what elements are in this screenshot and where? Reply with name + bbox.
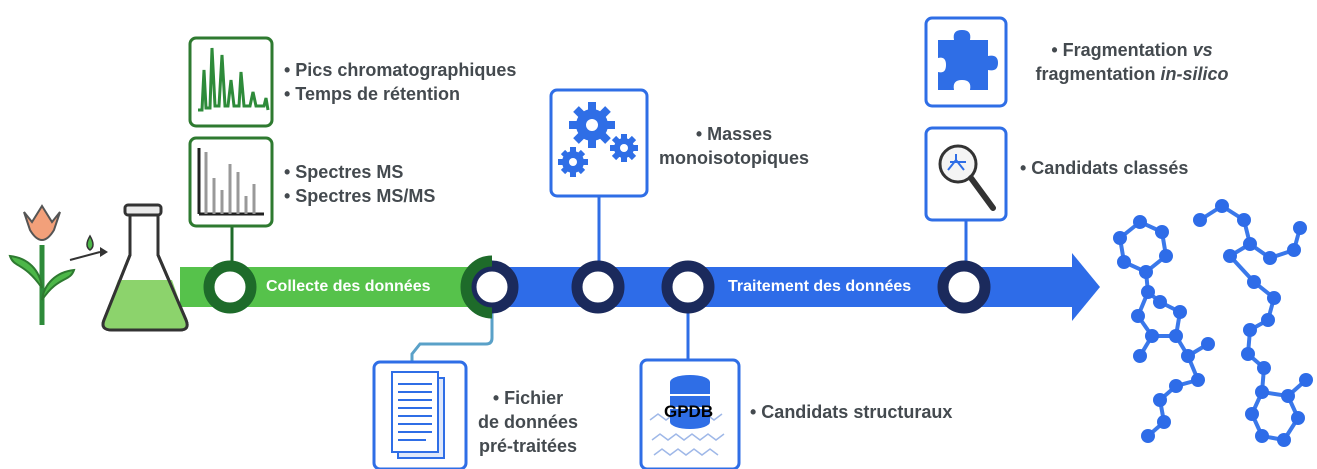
molecule-atom bbox=[1169, 379, 1183, 393]
molecule-atom bbox=[1245, 407, 1259, 421]
droplet-icon bbox=[69, 234, 108, 261]
spectra-line2: • Spectres MS/MS bbox=[284, 186, 436, 206]
ms-spectrum-card bbox=[188, 136, 274, 228]
file-line2: de données bbox=[477, 412, 579, 432]
molecule-atom bbox=[1139, 265, 1153, 279]
molecule-atom bbox=[1223, 249, 1237, 263]
molecule-atom bbox=[1293, 221, 1307, 235]
masses-line1: • Masses bbox=[695, 124, 773, 144]
molecule-atom bbox=[1257, 361, 1271, 375]
chromatogram-card bbox=[188, 36, 274, 128]
molecule-atom bbox=[1145, 329, 1159, 343]
molecule-atom bbox=[1191, 373, 1205, 387]
database-card bbox=[639, 358, 741, 469]
molecule-atom bbox=[1131, 309, 1145, 323]
ring-file bbox=[460, 255, 519, 319]
file-text: • Fichier de données pré-traitées bbox=[468, 386, 588, 458]
fragmentation-line2: fragmentation in-silico bbox=[1035, 64, 1229, 84]
gears-icon bbox=[558, 102, 638, 177]
file-line1: • Fichier bbox=[492, 388, 564, 408]
ring-database bbox=[661, 260, 715, 314]
database-icon bbox=[649, 375, 725, 456]
file-line3: pré-traitées bbox=[478, 436, 578, 456]
fragmentation-text: • Fragmentation vs fragmentation in-sili… bbox=[1022, 38, 1242, 86]
molecule-atom bbox=[1299, 373, 1313, 387]
ring-collect bbox=[203, 260, 257, 314]
molecule-atom bbox=[1141, 285, 1155, 299]
molecule-atom bbox=[1153, 393, 1167, 407]
flask-icon bbox=[101, 203, 189, 332]
chromatography-line2: • Temps de rétention bbox=[284, 84, 460, 104]
molecule-atom bbox=[1215, 199, 1229, 213]
molecule-icon bbox=[1113, 199, 1313, 447]
ring-masses bbox=[571, 260, 625, 314]
tulip-icon bbox=[8, 204, 76, 325]
molecule-atom bbox=[1277, 433, 1291, 447]
molecule-atom bbox=[1133, 349, 1147, 363]
magnifier-icon bbox=[938, 144, 996, 211]
molecule-atom bbox=[1117, 255, 1131, 269]
database-caption: • Candidats structuraux bbox=[750, 402, 953, 422]
molecule-atom bbox=[1267, 291, 1281, 305]
molecule-atom bbox=[1201, 337, 1215, 351]
molecule-atom bbox=[1255, 385, 1269, 399]
gears-card bbox=[549, 88, 649, 198]
molecule-atom bbox=[1291, 411, 1305, 425]
masses-text: • Masses monoisotopiques bbox=[654, 122, 814, 170]
chromatography-line1: • Pics chromatographiques bbox=[284, 60, 517, 80]
molecule-atom bbox=[1159, 249, 1173, 263]
molecule-atom bbox=[1243, 237, 1257, 251]
spectra-text: • Spectres MS • Spectres MS/MS bbox=[284, 160, 435, 208]
molecule-atom bbox=[1113, 231, 1127, 245]
puzzle-icon bbox=[938, 30, 998, 90]
molecule-atom bbox=[1181, 349, 1195, 363]
molecule-atom bbox=[1169, 329, 1183, 343]
puzzle-card bbox=[924, 16, 1008, 108]
stage-collect-label: Collecte des données bbox=[266, 278, 431, 295]
fragmentation-line1: • Fragmentation vs bbox=[1051, 40, 1213, 60]
chromatography-text: • Pics chromatographiques • Temps de rét… bbox=[284, 58, 516, 106]
magnifier-card bbox=[924, 126, 1008, 222]
molecule-atom bbox=[1287, 243, 1301, 257]
document-card bbox=[372, 360, 468, 469]
molecule-atom bbox=[1157, 415, 1171, 429]
molecule-atom bbox=[1237, 213, 1251, 227]
ring-ranked bbox=[937, 260, 991, 314]
molecule-atom bbox=[1261, 313, 1275, 327]
molecule-atom bbox=[1247, 275, 1261, 289]
molecule-atom bbox=[1141, 429, 1155, 443]
ranked-text: • Candidats classés bbox=[1020, 158, 1189, 178]
chromatogram-icon bbox=[198, 47, 270, 112]
molecule-atom bbox=[1153, 295, 1167, 309]
molecule-atom bbox=[1173, 305, 1187, 319]
molecule-atom bbox=[1193, 213, 1207, 227]
molecule-atom bbox=[1263, 251, 1277, 265]
stage-process-label: Traitement des données bbox=[728, 278, 912, 295]
document-icon bbox=[391, 371, 445, 459]
molecule-atom bbox=[1155, 225, 1169, 239]
molecule-atom bbox=[1133, 215, 1147, 229]
molecule-atom bbox=[1255, 429, 1269, 443]
masses-line2: monoisotopiques bbox=[659, 148, 809, 168]
spectra-line1: • Spectres MS bbox=[284, 162, 404, 182]
connector-file bbox=[410, 310, 494, 362]
database-label: GPDB bbox=[664, 402, 714, 421]
molecule-atom bbox=[1281, 389, 1295, 403]
molecule-atom bbox=[1243, 323, 1257, 337]
ms-spectrum-icon bbox=[197, 148, 264, 216]
molecule-atom bbox=[1241, 347, 1255, 361]
